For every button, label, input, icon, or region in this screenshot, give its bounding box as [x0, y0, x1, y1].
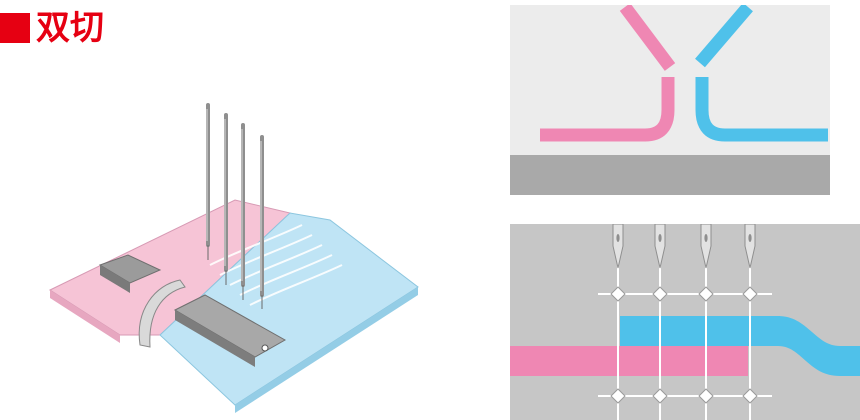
needle	[206, 103, 210, 260]
right-presser-plate	[173, 294, 287, 358]
pink-fabric-edge	[50, 290, 120, 343]
needles	[612, 224, 756, 269]
panel-floor	[510, 155, 830, 195]
heading-square-marker	[0, 13, 30, 43]
section-heading: 双切	[0, 6, 104, 50]
needle	[224, 113, 228, 285]
stitch-loops	[209, 224, 343, 306]
needle	[700, 224, 712, 269]
blue-fabric	[159, 212, 419, 406]
needle	[654, 224, 666, 269]
blue-strip-upper	[695, 5, 753, 68]
split-diagram-panel	[510, 5, 830, 195]
pink-strip	[510, 346, 748, 376]
pink-strip-upper	[619, 5, 676, 71]
blue-strip	[695, 77, 828, 142]
pink-strip	[540, 77, 675, 142]
blue-fabric-edge	[235, 287, 418, 413]
needle	[744, 224, 756, 269]
needle	[260, 135, 264, 309]
needles	[206, 103, 264, 309]
heading-title: 双切	[36, 8, 104, 48]
stitch-diagram-panel	[510, 224, 860, 420]
blue-strip-main	[620, 316, 780, 346]
double-cut-illustration	[48, 103, 419, 413]
plate-hole	[261, 344, 269, 352]
left-cutter-block-side	[100, 265, 130, 293]
needle	[612, 224, 624, 269]
stitch-points	[610, 286, 758, 404]
needle	[241, 123, 245, 300]
right-presser-plate-side	[175, 310, 255, 367]
curved-knife	[138, 279, 186, 348]
blue-strip-curve	[778, 316, 860, 376]
